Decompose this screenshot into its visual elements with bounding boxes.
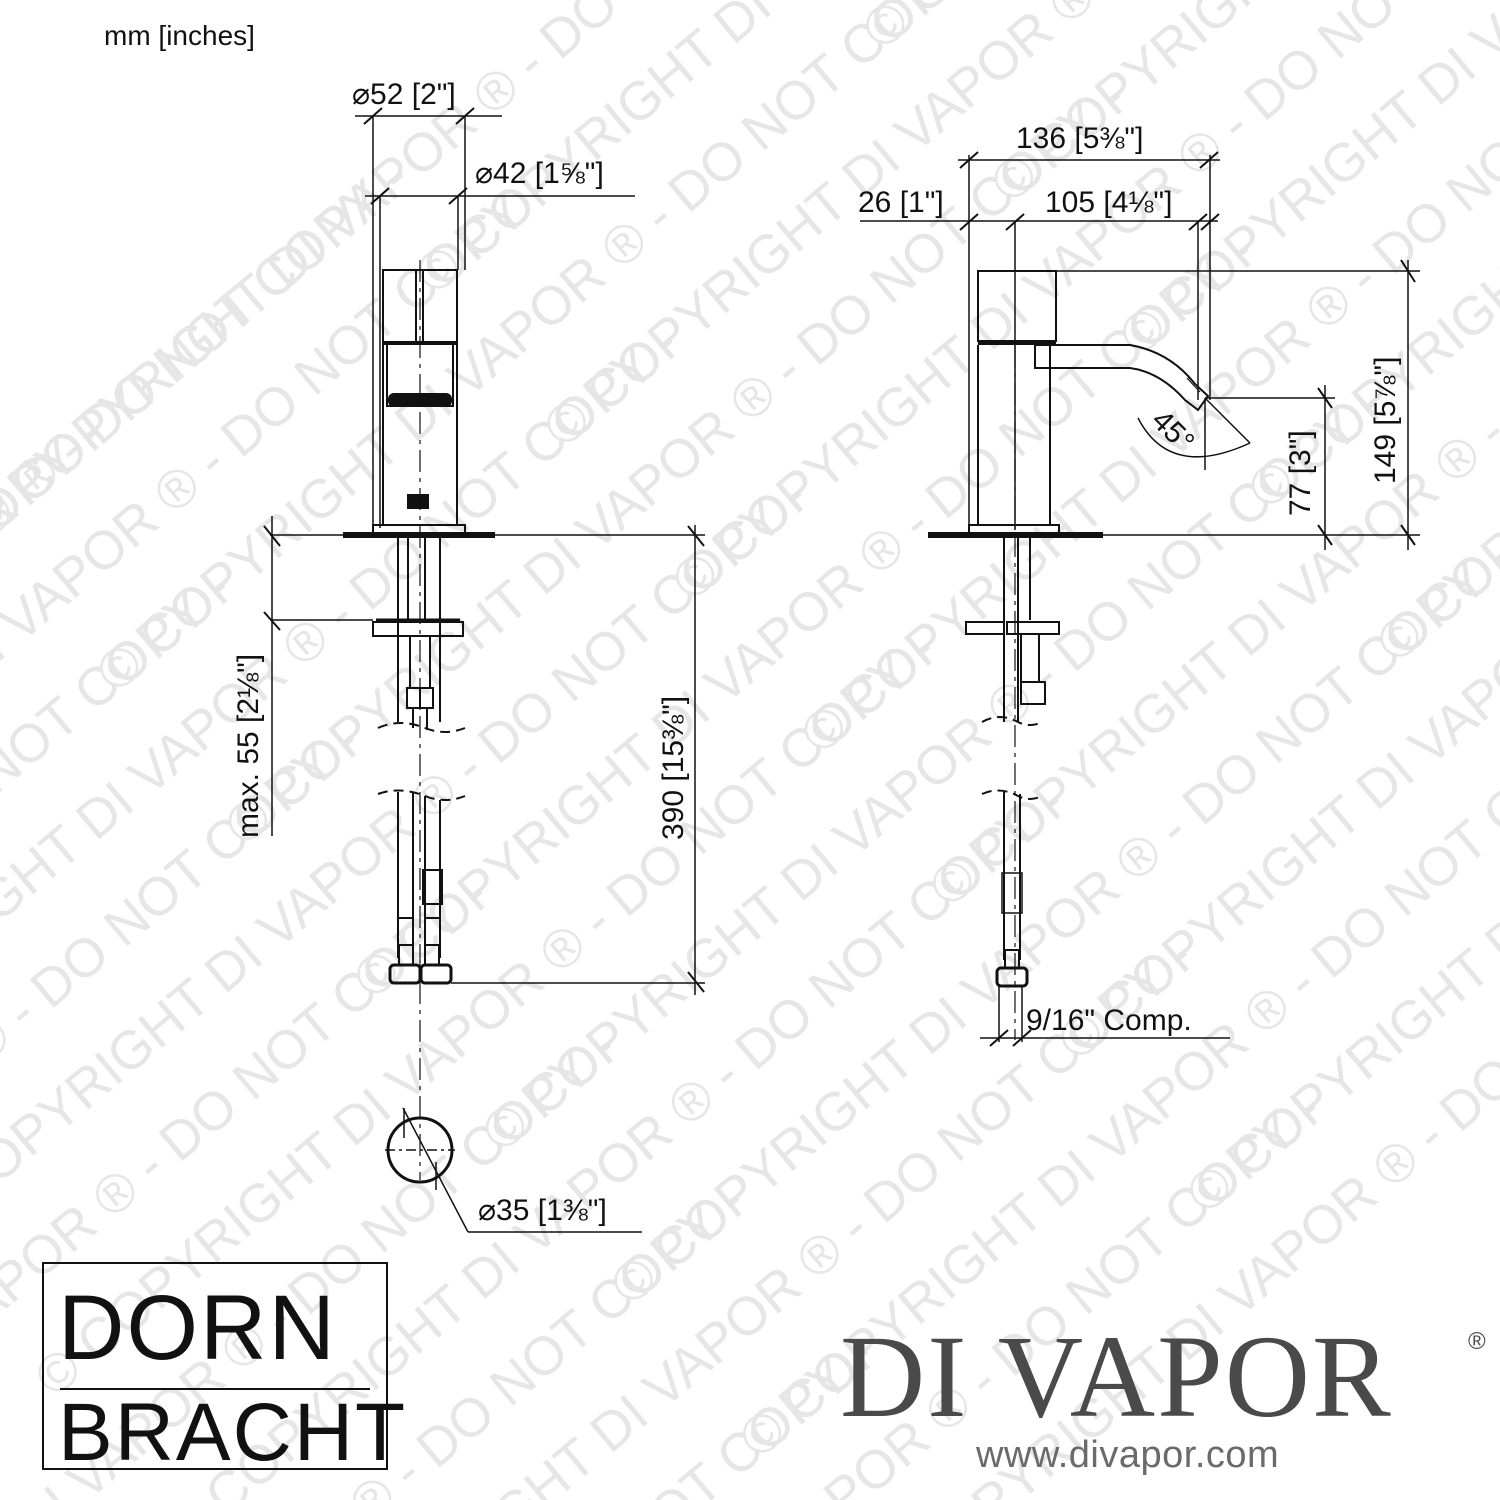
dim-spout-height: 77 [3"] <box>1284 430 1317 516</box>
dim-overall-height: 149 [5⅞"] <box>1369 357 1402 484</box>
divapor-logo: DI VAPOR ® www.divapor.com <box>840 1311 1490 1477</box>
dornbracht-logo: DORN BRACHT <box>42 1262 405 1474</box>
registered-icon: ® <box>1468 1328 1486 1355</box>
front-view-labels: ⌀52 [2"] ⌀42 [1⅝"] max. 55 [2⅛"] 390 [15… <box>232 78 690 1227</box>
dim-body-offset: 26 [1"] <box>858 186 944 219</box>
divapor-brand: DI VAPOR <box>840 1311 1393 1442</box>
dornbracht-logo-line2: BRACHT <box>58 1387 408 1478</box>
svg-text:© COPYRIGHT DI VAPOR ® - DO NO: © COPYRIGHT DI VAPOR ® - DO NOT COPY - <box>1047 283 1500 1072</box>
divapor-url: www.divapor.com <box>976 1434 1280 1476</box>
dim-hole-diameter: ⌀35 [1⅜"] <box>478 1194 607 1227</box>
dim-inner-diameter: ⌀42 [1⅝"] <box>475 157 604 190</box>
dim-overall-reach: 136 [5⅜"] <box>1016 122 1143 155</box>
dornbracht-logo-divider <box>60 1388 370 1390</box>
dim-outer-diameter: ⌀52 [2"] <box>352 78 456 111</box>
front-view <box>263 107 705 1233</box>
dim-spout-reach: 105 [4⅛"] <box>1045 186 1172 219</box>
side-view <box>860 151 1420 1047</box>
dornbracht-logo-line1: DORN <box>58 1277 337 1379</box>
dim-max-deck: max. 55 [2⅛"] <box>232 654 265 838</box>
units-label: mm [inches] <box>104 20 255 51</box>
dim-connection: 9/16" Comp. <box>1026 1004 1192 1037</box>
dim-total-length: 390 [15⅜"] <box>657 696 690 840</box>
